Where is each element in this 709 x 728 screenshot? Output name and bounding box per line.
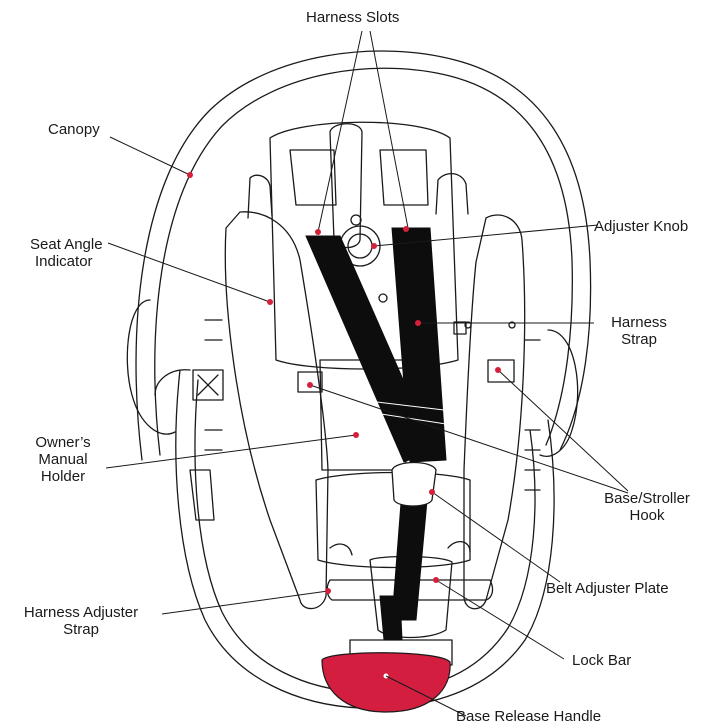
label-harness-slots: Harness Slots (306, 9, 399, 26)
label-lock-bar: Lock Bar (572, 652, 631, 669)
base-release-handle-shape (322, 653, 450, 712)
label-base-stroller-hook: Base/Stroller Hook (592, 490, 702, 524)
label-belt-adjuster-plate: Belt Adjuster Plate (546, 580, 669, 597)
label-seat-angle-indicator: Seat Angle Indicator (30, 236, 140, 270)
label-manual-line2: Manual (22, 451, 104, 468)
label-owners-manual-holder: Owner’s Manual Holder (22, 434, 104, 485)
leader-lock-bar (436, 580, 564, 659)
label-harness-strap-line1: Harness (604, 314, 674, 331)
label-harness-adjuster-line2: Strap (6, 621, 156, 638)
label-harness-adjuster-line1: Harness Adjuster (6, 604, 156, 621)
label-seat-angle-line1: Seat Angle (30, 236, 140, 253)
leader-canopy (110, 137, 190, 175)
label-harness-strap-line2: Strap (604, 331, 674, 348)
label-stroller-hook-line2: Hook (592, 507, 702, 524)
belt-adjuster-plate-shape (392, 463, 436, 507)
label-manual-line3: Holder (22, 468, 104, 485)
label-stroller-hook-line1: Base/Stroller (592, 490, 702, 507)
leader-harness-slots-2 (370, 31, 408, 228)
right-wing (464, 215, 525, 609)
label-harness-adjuster-strap: Harness Adjuster Strap (6, 604, 156, 638)
label-adjuster-knob: Adjuster Knob (594, 218, 688, 235)
label-harness-strap: Harness Strap (604, 314, 674, 348)
leader-manual (106, 435, 356, 468)
label-seat-angle-line2: Indicator (30, 253, 140, 270)
leader-harness-adjuster (162, 591, 328, 614)
left-wing (225, 212, 328, 609)
label-canopy: Canopy (48, 121, 100, 138)
label-base-release-handle: Base Release Handle (456, 708, 601, 725)
leader-harness-slots-1 (318, 31, 362, 232)
leader-hook-left (310, 385, 628, 493)
canopy-inner (155, 68, 573, 455)
label-manual-line1: Owner’s (22, 434, 104, 451)
